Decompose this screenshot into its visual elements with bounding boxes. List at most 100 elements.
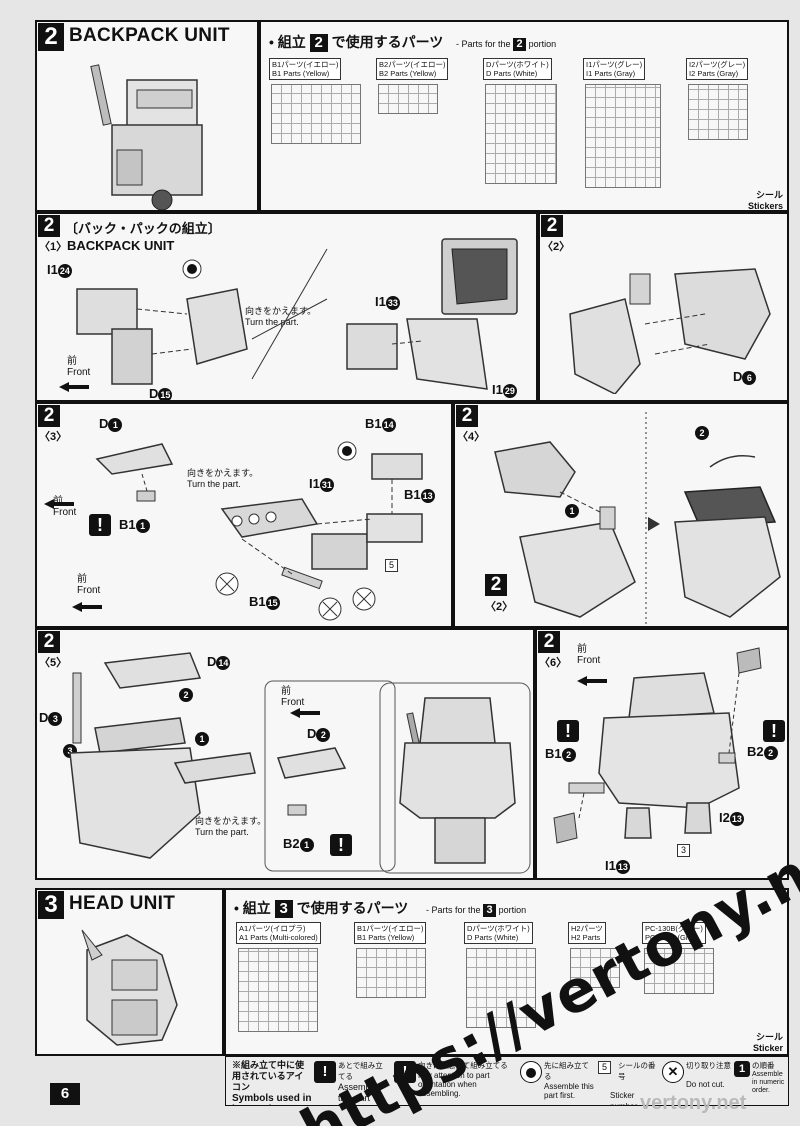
step-sub-number: 〈6〉 (539, 657, 568, 669)
order-number: 2 (695, 425, 709, 440)
legend-jp: の順番 (752, 1061, 775, 1070)
sticker-en: Sticker (752, 1043, 783, 1053)
legend-item-assemble-first: 先に組み立てる Assemble this part first. (544, 1060, 596, 1100)
runner-en: D Parts (White) (486, 69, 538, 78)
legend-en: Assemble in numeric order. (752, 1071, 785, 1094)
runner-jp: Dパーツ(ホワイト) (467, 924, 530, 933)
turn-en: Turn the part. (245, 317, 299, 327)
pay-attention-icon: ! (330, 834, 352, 856)
part-number: 1 (108, 417, 123, 432)
sticker-number: 5 (389, 560, 395, 570)
legend-intro-en: Symbols used in instructions (232, 1093, 312, 1105)
legend-item-sticker-number: シールの番号 Sticker number (610, 1060, 660, 1105)
front-en: Front (281, 697, 305, 708)
step-en-title: BACKPACK UNIT (67, 238, 175, 253)
runner-en: D Parts (White) (467, 933, 519, 942)
part-number: 13 (729, 811, 744, 826)
step-2-2-illustration (569, 268, 771, 394)
backpack-illustration (90, 64, 203, 210)
part-code: I1 (605, 858, 616, 873)
sticker-number: 5 (602, 1062, 608, 1072)
backpack-parts-panel: • 組立 2 で使用するパーツ - Parts for the 2 portio… (259, 20, 789, 212)
runner-sprue (238, 948, 318, 1032)
front-jp: 前 (577, 644, 587, 655)
part-code: B1 (365, 416, 382, 431)
head-parts-panel: • 組立 3 で使用するパーツ - Parts for the 3 portio… (224, 888, 789, 1056)
order-number-1: 1 (565, 502, 579, 518)
parts-heading-suffix: で使用するパーツ (331, 34, 444, 50)
section-title: BACKPACK UNIT (69, 25, 230, 46)
step-number-badge: 2 (38, 23, 64, 51)
runner-caption: PC-130B(グレー)PC-130B (Gray) (642, 922, 706, 944)
parts-for-caption: - Parts for the 2 portion (456, 38, 557, 51)
legend-jp: あとで組み立てる (338, 1061, 383, 1081)
part-number: 2 (561, 747, 576, 762)
legend-jp: 切り取り注意 (686, 1061, 731, 1070)
runner-b2: B2パーツ(イエロー)B2 Parts (Yellow) (376, 58, 449, 114)
part-number: 2 (763, 745, 778, 760)
backpack-unit-overview-panel: 2 BACKPACK UNIT (35, 20, 259, 212)
runner-caption: A1パーツ(イロプラ)A1 Parts (Multi-colored) (236, 922, 321, 944)
part-code: D (207, 654, 217, 669)
parts-for-text: Parts for the (431, 905, 481, 915)
turn-en: Turn the part. (195, 827, 249, 837)
runner-i2: I2パーツ(グレー)I2 Parts (Gray) (686, 58, 749, 140)
runner-jp: B2パーツ(イエロー) (379, 60, 446, 69)
parts-for-step-badge: 2 (513, 38, 527, 51)
parts-heading-suffix: で使用するパーツ (296, 900, 409, 916)
part-number: 2 (316, 727, 331, 742)
step-2-5-illustration (69, 652, 531, 874)
part-number: 15 (265, 595, 280, 610)
parts-heading-prefix: 組立 (242, 900, 271, 916)
do-not-cut-icon: ✕ (662, 1061, 684, 1083)
turn-note: 向きをかえます。Turn the part. (187, 468, 258, 490)
part-number: 33 (385, 295, 400, 310)
runner-caption: I2パーツ(グレー)I2 Parts (Gray) (686, 58, 749, 80)
parts-heading-step-badge: 2 (309, 34, 328, 52)
part-code: I1 (375, 294, 386, 309)
step-sub-number: 〈4〉 (457, 431, 486, 443)
step-sub-number: 〈1〉 (39, 241, 68, 253)
part-number: 15 (158, 387, 173, 400)
runner-sprue (570, 948, 620, 988)
part-code: I2 (719, 810, 730, 825)
runner-i1: I1パーツ(グレー)I1 Parts (Gray) (583, 58, 661, 188)
page-number: 6 (50, 1083, 80, 1105)
section-title: HEAD UNIT (69, 893, 176, 914)
part-number: 14 (381, 417, 396, 432)
parts-for-caption: - Parts for the 3 portion (426, 904, 527, 917)
step-number-badge: 3 (38, 891, 64, 919)
parts-for-step-badge: 3 (483, 904, 497, 917)
part-code: B1 (249, 594, 266, 609)
runner-caption: B2パーツ(イエロー)B2 Parts (Yellow) (376, 58, 449, 80)
legend-jp: 先に組み立てる (544, 1061, 589, 1081)
part-code: I1 (309, 476, 320, 491)
stickers-en: Stickers (747, 201, 783, 211)
part-code: D (99, 416, 109, 431)
runner-en: PC-130B (Gray) (645, 933, 699, 942)
front-arrow-icon (59, 382, 89, 392)
part-code: B1 (404, 487, 421, 502)
assemble-later-icon: ! (314, 1061, 336, 1083)
runner-en: I1 Parts (Gray) (586, 69, 636, 78)
step-number-badge: 2 (38, 405, 60, 427)
part-number: 13 (615, 859, 630, 874)
runner-d: Dパーツ(ホワイト)D Parts (White) (464, 922, 536, 1028)
